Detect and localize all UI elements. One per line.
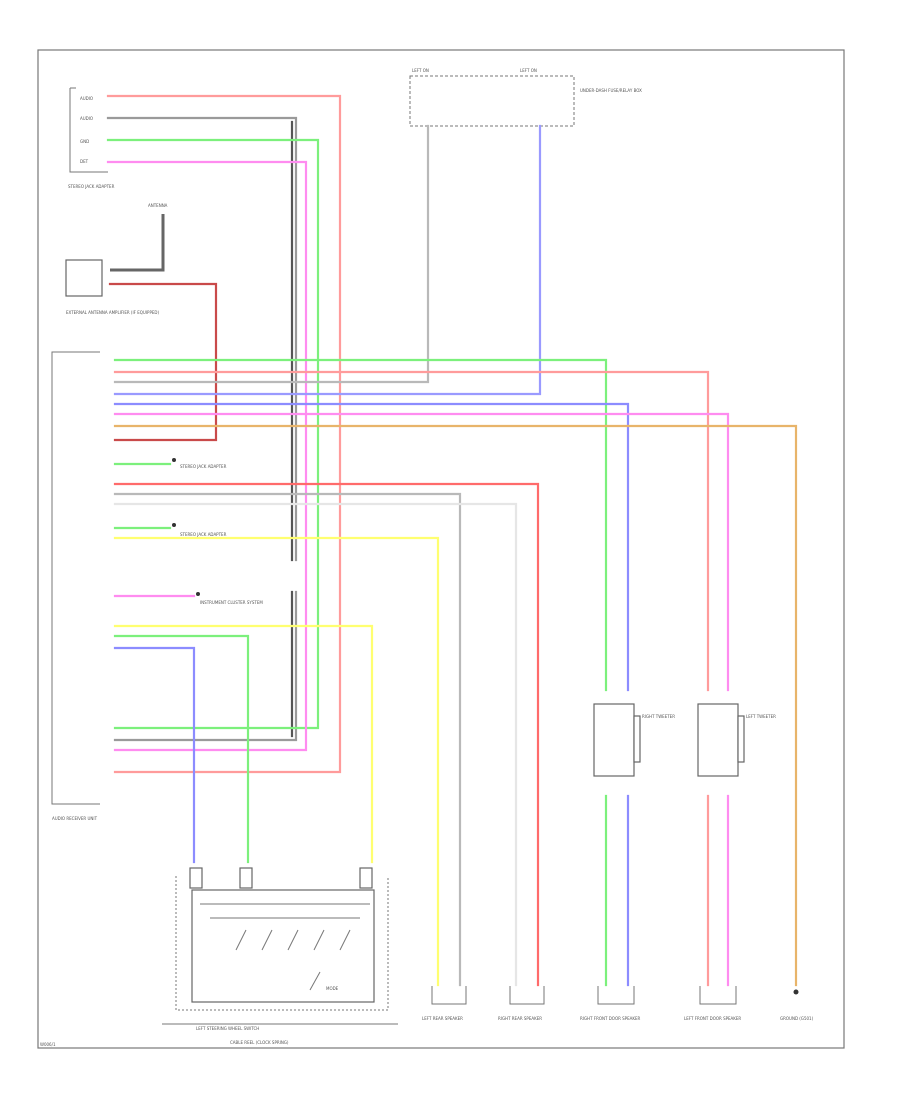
wire-blue-rt <box>113 402 630 692</box>
fuse-box-label: UNDER-DASH FUSE/RELAY BOX <box>580 88 642 93</box>
wire-pink-lt <box>113 412 730 692</box>
note-marker-2: STEREO JACK ADAPTER <box>172 523 227 537</box>
wire-gray-2 <box>113 590 298 742</box>
wire-red-1 <box>106 94 342 774</box>
right-tweeter: RIGHT TWEETER <box>593 703 675 777</box>
diagram-frame <box>37 49 845 1049</box>
wire-green-rt <box>113 358 608 692</box>
svg-text:AUDIO: AUDIO <box>80 116 93 121</box>
stereo-jack-adapter: AUDIO AUDIO GND DET STEREO JACK ADAPTER <box>68 87 115 189</box>
wire-pink-1 <box>106 160 308 752</box>
speaker-left-rear: LEFT REAR SPEAKER <box>422 986 467 1021</box>
speaker-left-front-door: LEFT FRONT DOOR SPEAKER <box>684 986 741 1021</box>
wire-white-rr <box>113 502 518 987</box>
diagram-id: W006/1 <box>40 1042 56 1047</box>
ground-point: GROUND (G501) <box>780 989 814 1021</box>
antenna-group: ANTENNA EXTERNAL ANTENNA AMPLIFIER (IF E… <box>65 203 168 315</box>
speaker-right-front-door: RIGHT FRONT DOOR SPEAKER <box>580 986 641 1021</box>
audio-receiver-label: AUDIO RECEIVER UNIT <box>52 816 98 821</box>
svg-text:STEREO JACK ADAPTER: STEREO JACK ADAPTER <box>180 532 227 537</box>
left-tweeter-label: LEFT TWEETER <box>746 714 776 719</box>
steering-mode-label: MODE <box>326 986 339 991</box>
wire-yellow-sw <box>113 624 374 864</box>
steering-switch-label: LEFT STEERING WHEEL SWITCH <box>196 1026 259 1031</box>
svg-text:LEFT FRONT DOOR SPEAKER: LEFT FRONT DOOR SPEAKER <box>684 1016 741 1021</box>
note-marker-3: INSTRUMENT CLUSTER SYSTEM <box>196 592 263 605</box>
wire-red-lr <box>113 482 540 987</box>
wire-gray-1 <box>106 116 298 562</box>
svg-text:STEREO JACK ADAPTER: STEREO JACK ADAPTER <box>180 464 227 469</box>
wire-red-lt <box>113 370 710 692</box>
steering-cable-reel-label: CABLE REEL (CLOCK SPRING) <box>230 1040 289 1045</box>
svg-text:RIGHT FRONT DOOR SPEAKER: RIGHT FRONT DOOR SPEAKER <box>580 1016 641 1021</box>
fuse-right-label: LEFT ON <box>520 68 537 73</box>
svg-text:AUDIO: AUDIO <box>80 96 93 101</box>
wire-blue-sw <box>113 646 196 864</box>
wire-gray-lr <box>113 492 462 987</box>
antenna-cable <box>110 214 165 272</box>
stereo-jack-adapter-label: STEREO JACK ADAPTER <box>68 184 115 189</box>
svg-text:RIGHT REAR SPEAKER: RIGHT REAR SPEAKER <box>498 1016 542 1021</box>
speaker-right-rear: RIGHT REAR SPEAKER <box>498 986 545 1021</box>
antenna-amplifier-label: EXTERNAL ANTENNA AMPLIFIER (IF EQUIPPED) <box>66 310 159 315</box>
wire-gray-fuse-right <box>113 124 542 396</box>
note-marker-1: STEREO JACK ADAPTER <box>172 458 227 469</box>
antenna-amplifier-box <box>65 259 103 297</box>
wire-darkred-amp <box>108 282 218 442</box>
steering-switch: MODE LEFT STEERING WHEEL SWITCH CABLE RE… <box>162 867 398 1045</box>
svg-text:GND: GND <box>80 139 89 144</box>
wire-orange <box>113 424 798 987</box>
wire-green-sw <box>113 634 250 864</box>
left-tweeter: LEFT TWEETER <box>697 703 776 777</box>
wire-green-1 <box>106 138 320 730</box>
svg-text:LEFT REAR SPEAKER: LEFT REAR SPEAKER <box>422 1016 463 1021</box>
wire-gray-fuse-left <box>113 124 430 384</box>
wire-yellow-1 <box>113 536 440 987</box>
right-tweeter-label: RIGHT TWEETER <box>642 714 675 719</box>
svg-text:GROUND (G501): GROUND (G501) <box>780 1016 814 1021</box>
audio-receiver-unit: AUDIO RECEIVER UNIT <box>51 351 100 821</box>
svg-text:INSTRUMENT CLUSTER SYSTEM: INSTRUMENT CLUSTER SYSTEM <box>200 600 263 605</box>
antenna-label: ANTENNA <box>148 203 168 208</box>
fuse-left-label: LEFT ON <box>412 68 429 73</box>
fuse-relay-box: LEFT ON LEFT ON UNDER-DASH FUSE/RELAY BO… <box>409 68 642 127</box>
svg-text:DET: DET <box>80 159 89 164</box>
